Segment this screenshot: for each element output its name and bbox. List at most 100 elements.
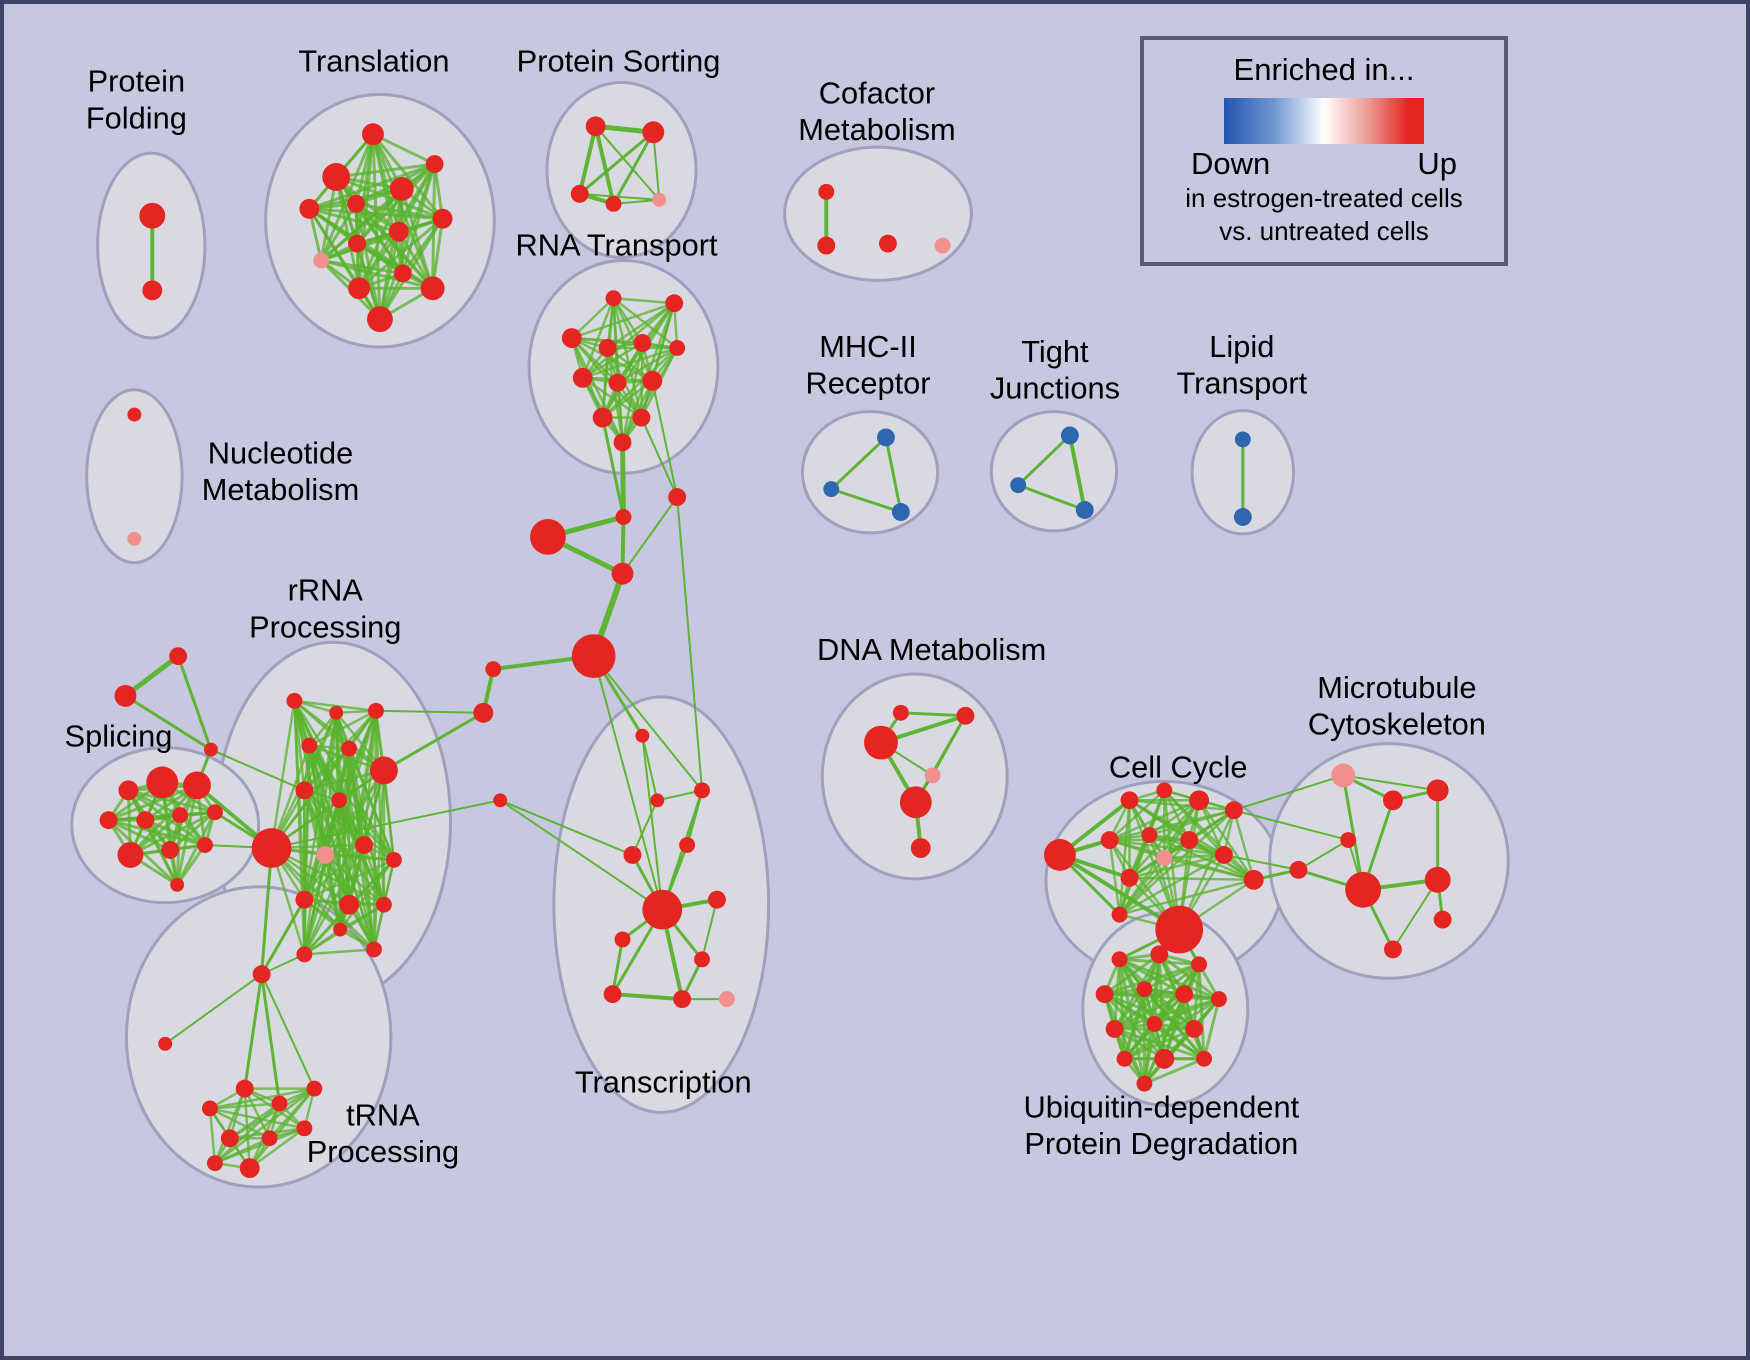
network-edge [208, 1102, 281, 1110]
network-edge [228, 1087, 316, 1140]
network-edge [1113, 997, 1221, 1031]
network-edge [592, 655, 664, 911]
network-node-dm5 [899, 786, 932, 819]
network-node-ps3 [570, 184, 589, 203]
network-edge [260, 973, 316, 1090]
network-edge [1108, 838, 1226, 857]
network-node-dm3 [956, 706, 975, 725]
network-node-cc6 [1100, 831, 1119, 849]
network-node-tx10 [603, 985, 622, 1004]
network-edge [354, 202, 382, 321]
legend-title: Enriched in... [1233, 52, 1415, 87]
network-edge [175, 843, 207, 887]
network-edge [213, 1087, 316, 1165]
network-edge [581, 297, 615, 380]
network-edge [122, 653, 181, 699]
network-edge [382, 711, 485, 772]
network-edge [1163, 853, 1226, 860]
network-node-t4 [347, 194, 366, 213]
network-edge [612, 297, 643, 419]
cluster-label-tight-junctions-line2: Junctions [990, 371, 1120, 406]
cluster-label-splicing-line1: Splicing [65, 719, 173, 754]
network-node-tr4 [201, 1100, 218, 1117]
cluster-label-microtubule-cytoskeleton-line2: Cytoskeleton [1308, 707, 1486, 742]
network-edge [357, 230, 401, 290]
network-edge [610, 992, 685, 1002]
legend-caption-line2: vs. untreated cells [1219, 216, 1429, 246]
network-edge [652, 131, 661, 201]
network-node-pf2 [142, 280, 163, 301]
network-node-hub4 [611, 562, 634, 585]
network-node-cc12 [1243, 869, 1264, 890]
network-node-tr3 [235, 1079, 254, 1098]
network-node-mhc1 [876, 428, 895, 447]
network-edge [570, 301, 676, 340]
network-node-ub8 [1105, 1019, 1124, 1038]
network-edge [884, 435, 903, 514]
cluster-ellipse-nucleotide-metabolism [85, 388, 184, 565]
network-edge [676, 496, 704, 792]
cluster-ellipse-splicing [70, 746, 261, 905]
cluster-label-transcription-line1: Transcription [575, 1065, 752, 1100]
network-node-nm1 [127, 407, 142, 422]
network-edge [374, 709, 485, 714]
cluster-label-cofactor-metabolism-line1: Cofactor [819, 75, 935, 110]
network-node-cc8 [1180, 831, 1199, 849]
network-node-tj3 [1075, 501, 1094, 519]
network-edge [270, 699, 296, 850]
network-node-cc11 [1120, 868, 1139, 887]
network-node-ub2 [1150, 945, 1169, 964]
network-node-ps1 [585, 116, 606, 137]
cluster-label-trna-processing-line2: Processing [307, 1134, 459, 1169]
legend-gradient-bar [1224, 98, 1424, 144]
network-node-tx4 [623, 846, 642, 864]
network-node-rt8 [608, 373, 627, 392]
network-edge [248, 1087, 316, 1170]
network-edge [209, 748, 306, 792]
network-node-rr6 [369, 756, 398, 785]
network-node-tx9 [694, 951, 710, 968]
network-edge [1118, 856, 1166, 916]
network-edge [931, 714, 967, 777]
network-edge [1152, 1022, 1206, 1061]
network-node-t13 [420, 276, 445, 301]
network-edge [578, 130, 655, 196]
network-edge [581, 346, 679, 380]
network-node-cc1 [1044, 839, 1076, 871]
network-edge [1232, 774, 1345, 812]
network-node-rr16 [333, 922, 348, 937]
network-edge [1128, 876, 1256, 882]
network-node-tr6 [306, 1080, 323, 1097]
network-node-rr17 [296, 946, 313, 963]
network-node-ub1 [1111, 951, 1128, 968]
network-node-rt12 [613, 433, 632, 452]
network-node-x3 [203, 742, 218, 757]
cluster-label-lipid-transport-line1: Lipid [1209, 329, 1274, 364]
network-edge [1118, 957, 1127, 1061]
network-edge [577, 124, 598, 196]
network-edge [1142, 1057, 1206, 1086]
network-node-ub7 [1211, 991, 1227, 1008]
network-node-rr18 [366, 941, 382, 958]
network-edge [620, 439, 626, 520]
network-edge [123, 694, 213, 752]
network-edge [1341, 773, 1365, 892]
network-edge [592, 655, 704, 792]
network-node-tj1 [1060, 426, 1079, 445]
network-edge [1342, 774, 1439, 792]
network-edge [362, 843, 376, 951]
network-node-mc1 [1331, 763, 1356, 788]
network-node-mc6 [1345, 871, 1382, 908]
network-edge [382, 769, 396, 862]
network-edge [378, 162, 437, 321]
network-node-rr11 [355, 836, 373, 854]
cluster-label-tight-junctions-line1: Tight [1021, 334, 1089, 369]
network-edge [307, 162, 437, 211]
network-edge [319, 162, 437, 262]
network-node-rt5 [633, 334, 652, 352]
network-node-rr4 [301, 737, 318, 754]
cluster-ellipse-trna-processing [124, 885, 393, 1189]
network-edge [1113, 992, 1186, 1031]
network-node-tj2 [1010, 477, 1027, 494]
